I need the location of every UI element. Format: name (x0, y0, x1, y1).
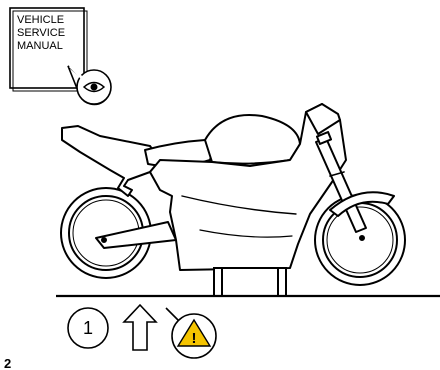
step-number: 1 (83, 318, 93, 338)
manual-line-3: MANUAL (17, 40, 63, 52)
up-arrow-icon (124, 305, 156, 350)
warning-callout: ! (166, 308, 216, 358)
warning-mark: ! (192, 330, 197, 347)
paddock-stand (214, 268, 286, 296)
tail-cowl (62, 126, 160, 196)
fuel-tank (205, 115, 300, 164)
manual-line-2: SERVICE (17, 27, 65, 39)
motorcycle (61, 104, 405, 285)
step-badge: 1 (68, 308, 108, 348)
eye-icon (84, 83, 104, 92)
manual-line-1: VEHICLE (17, 14, 64, 26)
figure-number: 2 (4, 356, 11, 370)
service-manual-callout: VEHICLE SERVICE MANUAL (10, 8, 111, 104)
